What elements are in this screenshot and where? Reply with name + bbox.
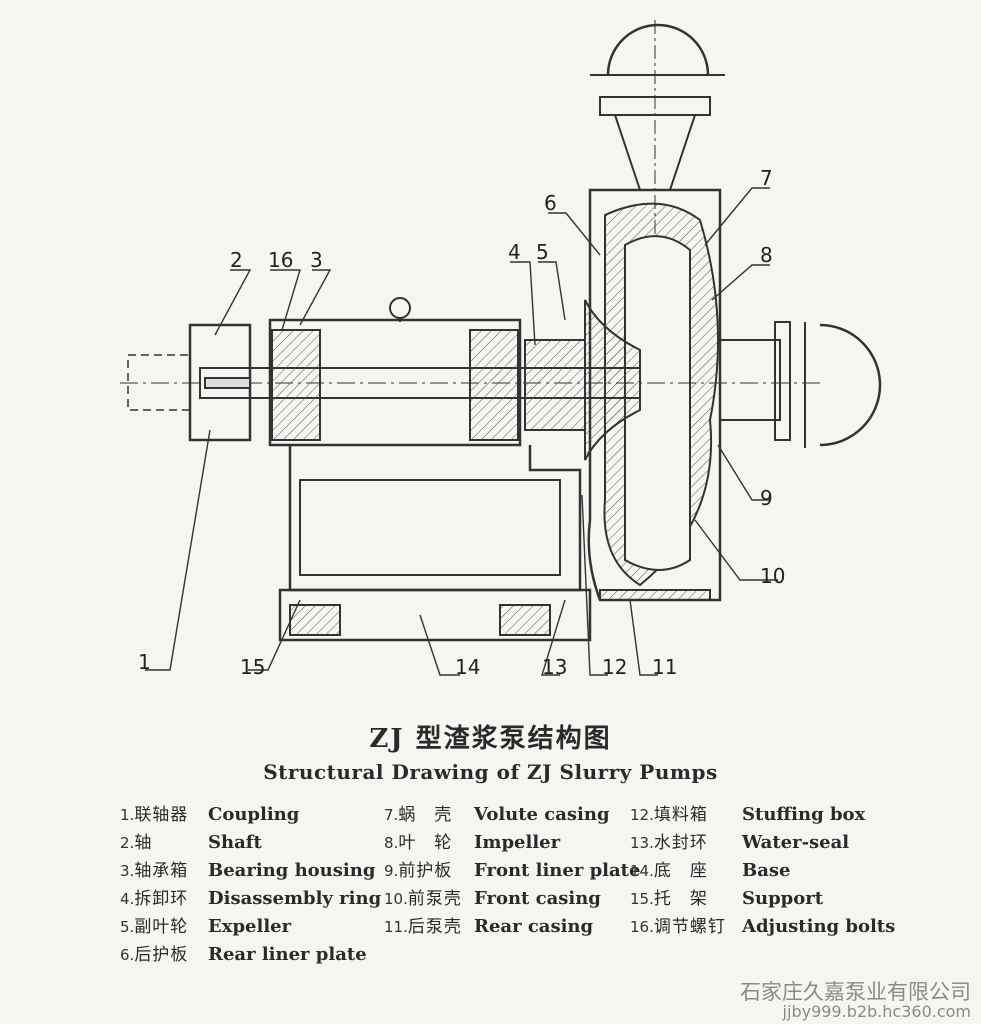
legend-en: Bearing housing (208, 860, 376, 881)
legend-item-14: 14.底 座 Base (630, 856, 895, 884)
legend-en: Disassembly ring (208, 888, 382, 909)
legend-item-5: 5.副叶轮 Expeller (120, 912, 381, 940)
legend-cn: 轴 (134, 833, 153, 853)
legend-en: Adjusting bolts (742, 916, 896, 937)
legend-item-2: 2.轴 Shaft (120, 828, 381, 856)
legend-item-4: 4.拆卸环 Disassembly ring (120, 884, 381, 912)
legend-en: Water-seal (742, 832, 850, 853)
legend-num: 7. (384, 806, 399, 824)
bearing-housing (268, 318, 522, 447)
legend-num: 13. (630, 834, 654, 852)
callout-7: 7 (760, 166, 773, 190)
pump-cross-section-drawing (120, 20, 882, 676)
legend-en: Stuffing box (742, 804, 866, 825)
discharge-flange (606, 23, 710, 76)
suction-flange (819, 323, 882, 447)
legend-num: 5. (120, 918, 135, 936)
legend-item-12: 12.填料箱 Stuffing box (630, 800, 895, 828)
legend-cn: 前护板 (398, 861, 453, 881)
watermark-company: 石家庄久嘉泵业有限公司 (740, 980, 971, 1004)
legend-item-11: 11.后泵壳 Rear casing (384, 912, 640, 940)
legend-cn: 副叶轮 (134, 917, 189, 937)
legend-num: 16. (630, 918, 654, 936)
legend-en: Front liner plate (474, 860, 641, 881)
callout-11: 11 (652, 655, 678, 679)
legend-item-6: 6.后护板 Rear liner plate (120, 940, 381, 968)
legend-num: 6. (120, 946, 135, 964)
legend-num: 12. (630, 806, 654, 824)
legend-num: 4. (120, 890, 135, 908)
suction-pipe (719, 339, 781, 421)
legend-en: Support (742, 888, 824, 909)
legend-num: 1. (120, 806, 135, 824)
legend-en: Base (742, 860, 791, 881)
stuffing-box (524, 339, 586, 431)
legend-num: 3. (120, 862, 135, 880)
legend-en: Shaft (208, 832, 262, 853)
legend-cn: 轴承箱 (134, 861, 189, 881)
legend-cn: 水封环 (653, 833, 708, 853)
callout-13: 13 (542, 655, 568, 679)
callout-15: 15 (240, 655, 266, 679)
legend-item-9: 9.前护板 Front liner plate (384, 856, 640, 884)
legend-cn: 填料箱 (653, 805, 708, 825)
legend-cn: 后泵壳 (407, 917, 462, 937)
legend-item-10: 10.前泵壳 Front casing (384, 884, 640, 912)
legend-num: 11. (384, 918, 408, 936)
legend-cn: 后护板 (134, 945, 189, 965)
legend-num: 8. (384, 834, 399, 852)
legend-en: Front casing (474, 888, 601, 909)
legend-num: 9. (384, 862, 399, 880)
callout-9: 9 (760, 486, 773, 510)
legend-cn: 拆卸环 (134, 889, 189, 909)
callout-5: 5 (536, 240, 549, 264)
callout-4: 4 (508, 240, 521, 264)
watermark-url: jjby999.b2b.hc360.com (782, 1002, 971, 1021)
legend-column-2: 7.蜗 壳 Volute casing 8.叶 轮 Impeller 9.前护板 Fr… (384, 800, 640, 940)
callout-12: 12 (602, 655, 628, 679)
legend-en: Expeller (208, 916, 292, 937)
legend-num: 14. (630, 862, 654, 880)
base (278, 588, 592, 642)
callout-6: 6 (544, 191, 557, 215)
legend-cn: 底 座 (653, 861, 708, 881)
legend-cn: 叶 轮 (398, 833, 453, 853)
legend-en: Volute casing (474, 804, 610, 825)
legend-item-15: 15.托 架 Support (630, 884, 895, 912)
legend-en: Rear liner plate (208, 944, 367, 965)
legend-column-3: 12.填料箱 Stuffing box 13.水封环 Water-seal 14.底… (630, 800, 895, 940)
legend-cn: 前泵壳 (407, 889, 462, 909)
callout-1: 1 (138, 650, 151, 674)
title-chinese: ZJ 型渣浆泵结构图 (369, 724, 612, 754)
legend-item-16: 16.调节螺钉 Adjusting bolts (630, 912, 895, 940)
callout-14: 14 (455, 655, 481, 679)
legend-item-13: 13.水封环 Water-seal (630, 828, 895, 856)
legend-item-8: 8.叶 轮 Impeller (384, 828, 640, 856)
legend-cn: 托 架 (653, 889, 708, 909)
legend-en: Coupling (208, 804, 300, 825)
legend-cn: 调节螺钉 (653, 917, 726, 937)
legend-cn: 蜗 壳 (398, 805, 453, 825)
legend-num: 15. (630, 890, 654, 908)
legend-item-3: 3.轴承箱 Bearing housing (120, 856, 381, 884)
callout-8: 8 (760, 243, 773, 267)
legend-item-1: 1.联轴器 Coupling (120, 800, 381, 828)
legend-num: 10. (384, 890, 408, 908)
title-english: Structural Drawing of ZJ Slurry Pumps (263, 760, 718, 784)
legend-column-1: 1.联轴器 Coupling 2.轴 Shaft 3.轴承箱 Bearing hous… (120, 800, 381, 968)
legend-en: Impeller (474, 832, 561, 853)
callout-10: 10 (760, 564, 786, 588)
support-frame (288, 445, 582, 592)
callout-16: 16 (268, 248, 294, 272)
callout-3: 3 (310, 248, 323, 272)
callout-2: 2 (230, 248, 243, 272)
legend-item-7: 7.蜗 壳 Volute casing (384, 800, 640, 828)
legend-cn: 联轴器 (134, 805, 189, 825)
legend-num: 2. (120, 834, 135, 852)
legend-en: Rear casing (474, 916, 594, 937)
